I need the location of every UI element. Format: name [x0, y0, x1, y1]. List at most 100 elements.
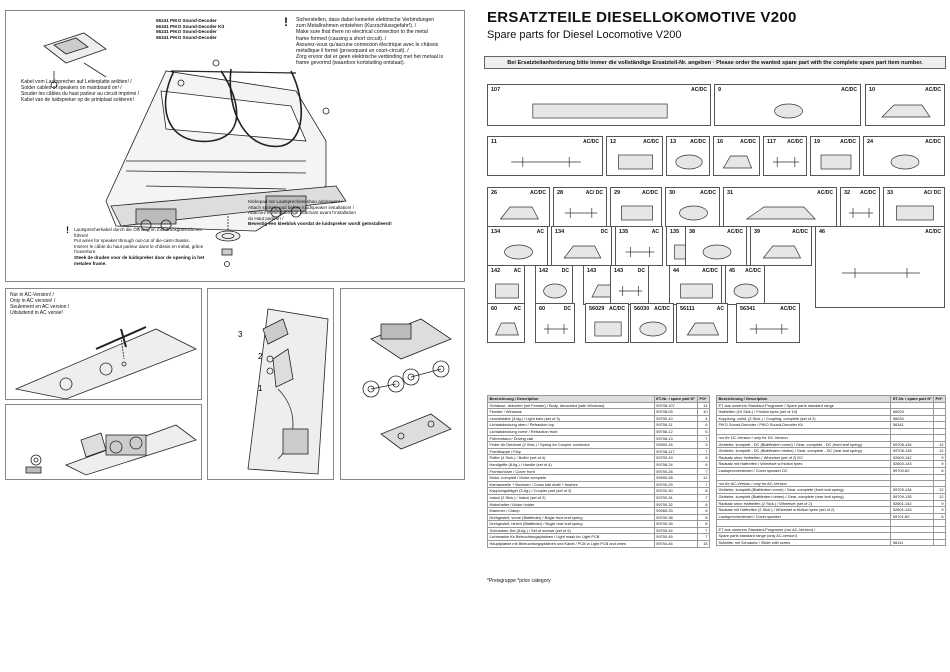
cell-description: ET aus unserem Standard-Programm (nur AC…: [715, 525, 892, 534]
part-drawing: [504, 244, 533, 260]
cell-price-group: 7: [696, 447, 711, 456]
part-drawing: [686, 322, 720, 336]
cell-price-group: 6: [696, 421, 711, 429]
cell-part-number: 59900-28: [653, 474, 698, 482]
table-row: nur für DC-Version / only for DC-Version: [715, 434, 946, 442]
part-drawing: [495, 283, 519, 299]
cell-price-group: 15: [696, 540, 711, 548]
assembly-panel-main: 56241 PIKO Sound-Decoder 56341 PIKO Soun…: [5, 10, 465, 282]
table-row: Induxi (2 Stck.) / Induxi (set of 2)5970…: [487, 493, 711, 502]
bottom-warning-line: Insérer le câble du haut parleur dans le…: [74, 243, 204, 255]
decoder-line: 56341 PIKO Sound-Decoder Kit: [156, 23, 225, 29]
table-row: Kardanwelle + Buchsen / Cross ball shaft…: [487, 480, 711, 489]
col-part-number: ET-Nr. / spare part Nº: [653, 395, 698, 403]
cell-part-number: [890, 434, 935, 442]
assembly-panel-ac: Nur in AC-Version! / Only in AC version!…: [5, 288, 202, 400]
part-system: AC/DC: [792, 229, 808, 235]
part-shape: [618, 286, 643, 296]
part-shape: [679, 205, 708, 221]
table-row: Radsatz mit Haftreifen / Wheelset w fric…: [715, 460, 946, 469]
cell-part-number: 52600-142: [890, 453, 935, 462]
table-row: Drehgestell, vorne (Blattfeder) / Bogie …: [487, 513, 711, 522]
cell-description: [715, 473, 892, 481]
price-category-footnote: *Preisgruppe *price category: [487, 578, 551, 584]
cell-description: Radsatz ohne Haftreifen (2 Stck.) / Whee…: [715, 499, 892, 508]
part-shape: [774, 103, 803, 119]
ac-only-note: Nur in AC-Version! / Only in AC version!…: [10, 292, 69, 316]
cell-price-group: [933, 408, 946, 416]
part-number: 38: [689, 229, 696, 235]
cell-price-group: 6: [933, 512, 946, 521]
step-number-1: 1: [258, 384, 263, 393]
cable-line: Kabel van de luidspreker op de printplaa…: [21, 97, 134, 103]
bogie-exploded-drawing: [362, 318, 452, 450]
cell-description: Lichtabdeckung oben / Refraction top: [487, 421, 655, 429]
cell-part-number: 59700-45: [653, 533, 698, 542]
cell-price-group: 8: [696, 513, 711, 522]
part-drawing: [896, 205, 934, 221]
part-shape: [680, 283, 713, 299]
cell-part-number: 59700-10: [653, 414, 698, 423]
table-row: Kupplung, vollst. (2 Stck.) / Coupling, …: [715, 414, 946, 423]
part-drawing: [762, 245, 802, 259]
warning-icon: !: [284, 15, 288, 29]
cell-part-number: 59700-30: [653, 487, 698, 495]
warning-icon: !: [66, 225, 69, 235]
cell-description: Frontklappe / Flap: [487, 447, 655, 456]
short-circuit-warning: Sicherstellen, dass dabei keinerlei elek…: [296, 17, 464, 67]
cell-description: Lautsprecherdeckel / Cover speaker: [715, 512, 892, 521]
cell-price-group: 4: [696, 414, 711, 423]
part-number: 56111: [680, 306, 695, 312]
cell-description: Drehgestell, hinten (Blattfeder) / Bogie…: [487, 520, 655, 528]
cell-description: Hauptplatine mit Beleuchtungsplatinen un…: [487, 540, 655, 548]
part-number: 56341: [740, 306, 756, 312]
cell-price-group: [933, 538, 946, 547]
part-system: AC: [716, 306, 724, 312]
cell-description: Radsatz mit Haftreifen / Wheelset w fric…: [715, 460, 892, 469]
part-system: AC/ DC: [585, 190, 603, 196]
cell-description: Gehäuse, dekoriert (mit Fenster) / Body,…: [487, 401, 655, 410]
part-shape: [511, 157, 581, 167]
cell-price-group: 8: [696, 460, 711, 469]
cell-part-number: 59704-46: [653, 540, 698, 548]
part-shape: [639, 321, 667, 337]
page-title: ERSATZTEILE DIESELLOKOMOTIVE V200: [487, 9, 797, 26]
part-number: 26: [491, 190, 498, 196]
cell-price-group: 7: [696, 493, 711, 502]
part-system: AC/DC: [840, 139, 856, 145]
part-system: AC/DC: [642, 190, 658, 196]
part-system: AC/DC: [787, 139, 803, 145]
part-number: 56030: [634, 306, 650, 312]
table-row: Puffer (4 Stck.) / Buffer (set of 4)5970…: [487, 454, 711, 462]
part-number: 60: [491, 306, 498, 312]
cell-description: [715, 519, 892, 527]
gear-exploded-drawing: 3 2 1: [238, 308, 329, 475]
cell-description: Motorhalter / Motor holder: [487, 500, 655, 509]
cell-description: Kupplung, vollst. (2 Stck.) / Coupling, …: [715, 414, 892, 423]
table-row: Handgriffe (8-tlg.) / Handle (set of 4)5…: [487, 460, 711, 469]
cell-part-number: 59708-107: [653, 401, 698, 410]
part-shape: [675, 154, 703, 170]
cell-part-number: 56111: [890, 538, 935, 547]
part-shape: [564, 208, 598, 218]
table-row: Haftreifen (10 Stck.) / Friction tyres (…: [715, 408, 946, 416]
cell-price-group: [933, 421, 946, 429]
table-row: nur für AC-Version / only for AC-Version: [715, 479, 946, 488]
bottom-warning-line: Lautsprecherkabel durch die Öffnung im Z…: [74, 227, 203, 238]
part-system: AC/DC: [583, 139, 599, 145]
part-number: 33: [887, 190, 894, 196]
warning-line: zum Metallrahmen entstehen (Kurzschlussg…: [296, 23, 417, 30]
part-shape: [563, 245, 602, 259]
part-shape: [618, 154, 653, 170]
